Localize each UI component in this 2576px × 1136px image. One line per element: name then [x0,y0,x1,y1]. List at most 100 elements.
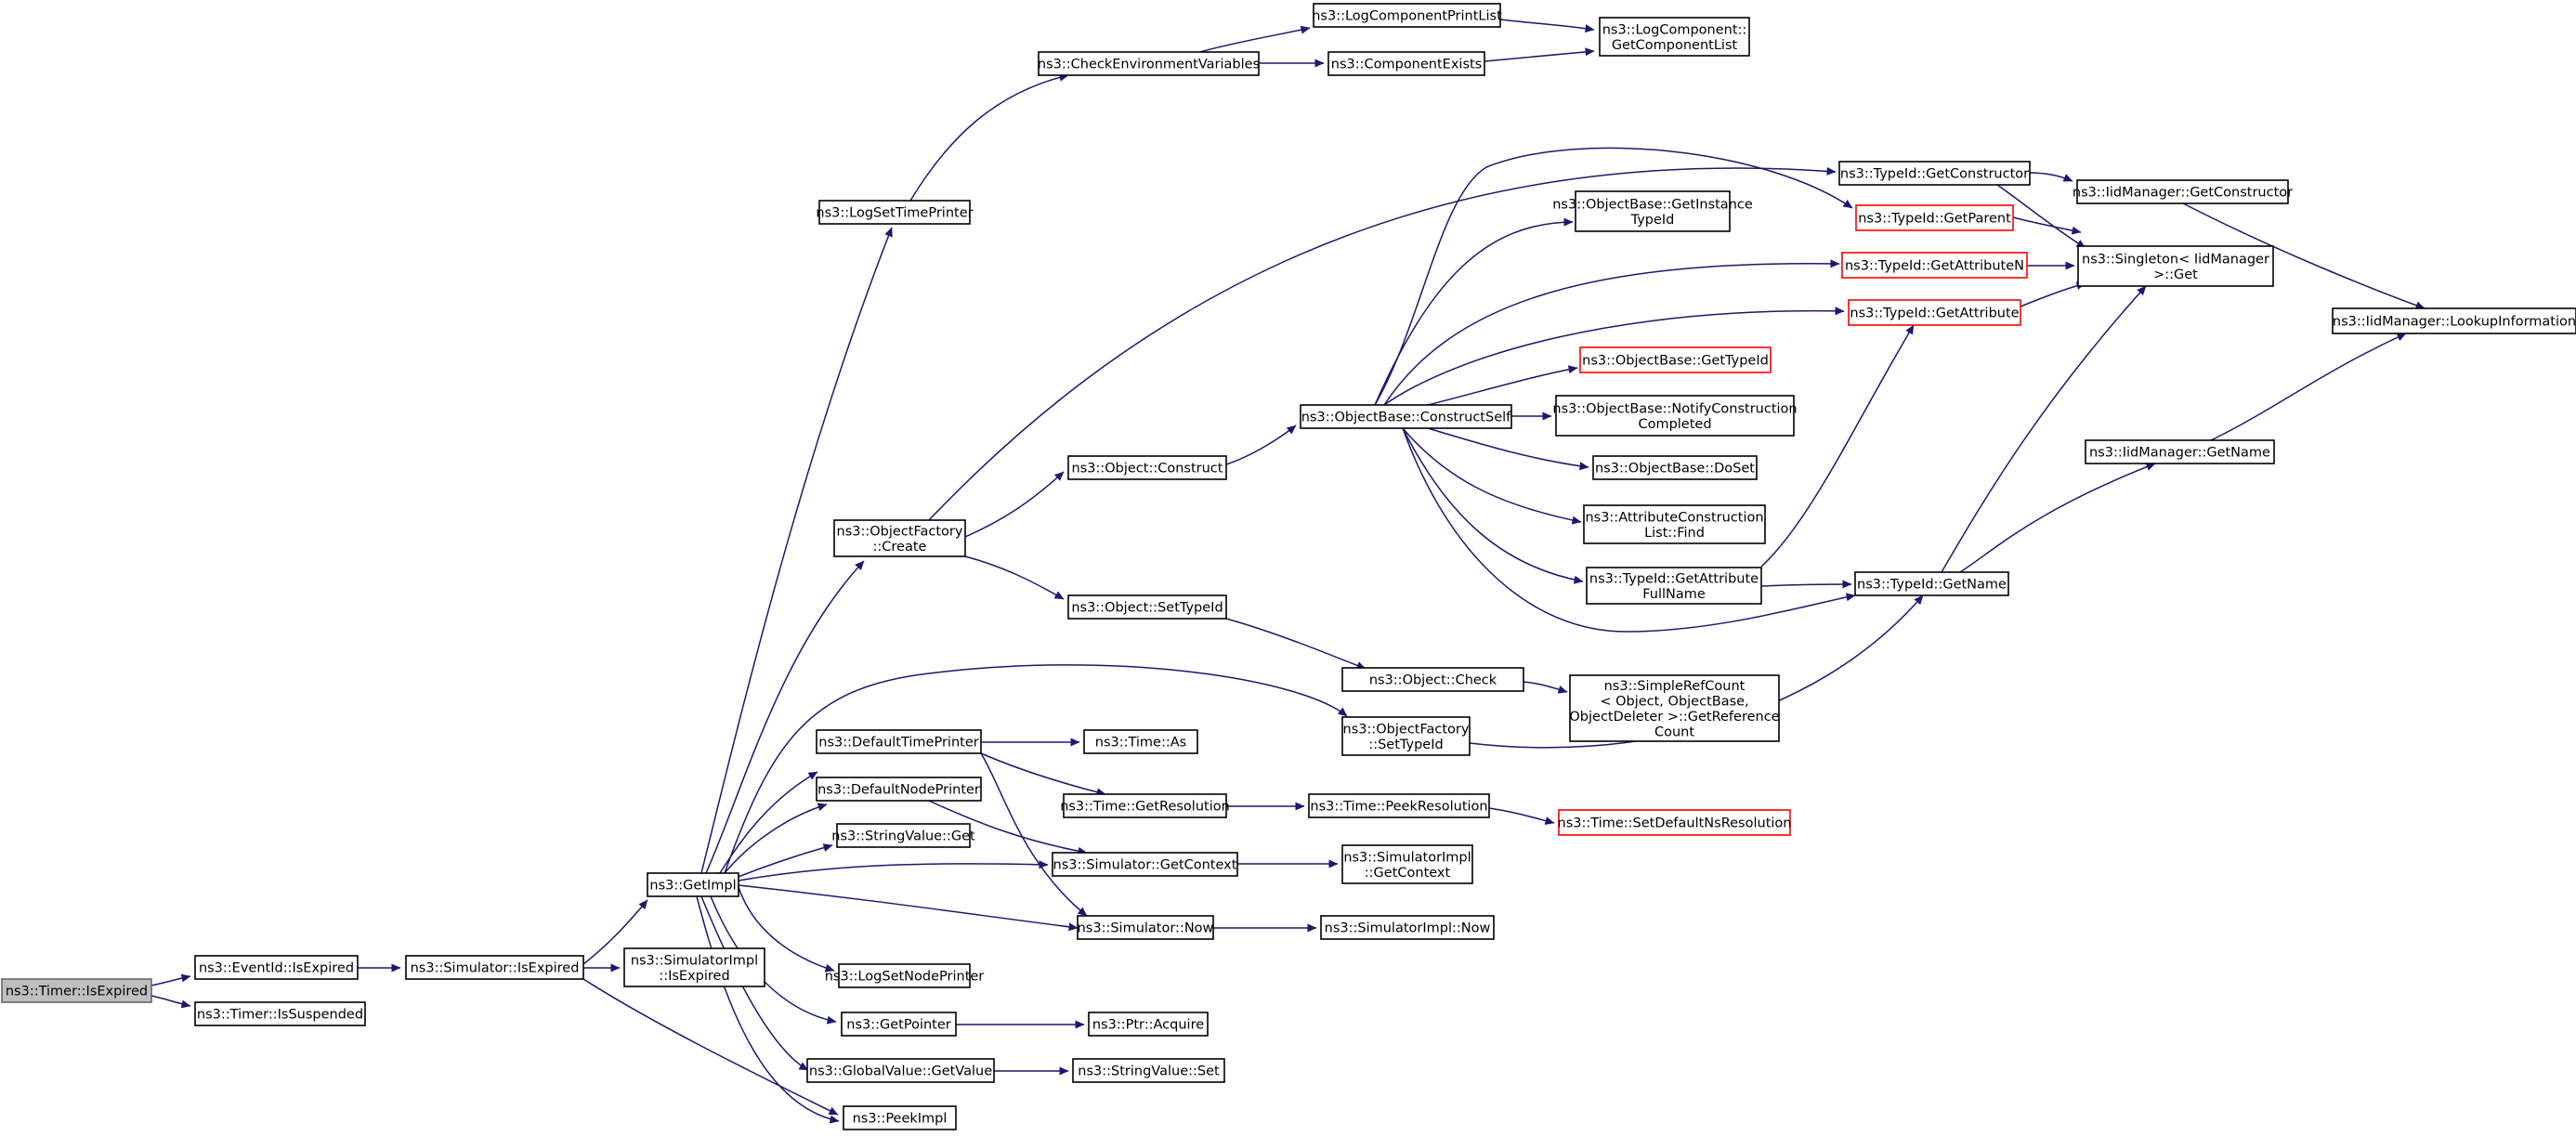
node-objbase-notify[interactable]: ns3::ObjectBase::NotifyConstructionCompl… [1552,395,1798,437]
node-label: ns3::ObjectBase::DoSet [1595,462,1755,477]
edge-objfactory-create-to-typeid-getconstructor [928,166,1837,521]
node-typeid-getname[interactable]: ns3::TypeId::GetName [1854,571,2009,596]
node-sim-now[interactable]: ns3::Simulator::Now [1077,915,1214,940]
node-label: ObjectDeleter >::GetReference [1569,710,1779,725]
edge-object-settypeid-to-object-check [1225,618,1366,670]
node-box [1300,404,1512,429]
node-logcompprintlist[interactable]: ns3::LogComponentPrintList [1312,3,1502,28]
node-logsetnodeprinter[interactable]: ns3::LogSetNodePrinter [825,963,985,988]
node-label: ns3::DefaultTimePrinter [818,736,978,751]
node-typeid-getparent[interactable]: ns3::TypeId::GetParent [1855,204,2014,231]
node-objbase-gettypeid[interactable]: ns3::ObjectBase::GetTypeId [1579,346,1772,373]
node-label: ns3::ComponentExists [1331,58,1483,72]
node-sim-getcontext[interactable]: ns3::Simulator::GetContext [1052,852,1238,877]
node-time-peekresolution[interactable]: ns3::Time::PeekResolution [1308,793,1490,818]
node-globalvalue-getvalue[interactable]: ns3::GlobalValue::GetValue [806,1058,995,1083]
edge-object-check-to-simplerefcount [1523,681,1568,694]
edge-typeid-getname-to-iidmanager-getname [1959,463,2156,573]
node-objfactory-create[interactable]: ns3::ObjectFactory::Create [833,519,966,557]
node-getpointer[interactable]: ns3::GetPointer [841,1012,957,1037]
node-label: GetComponentList [1612,38,1738,53]
node-box [1308,793,1490,818]
node-eventid-isexpired[interactable]: ns3::EventId::IsExpired [194,955,359,980]
node-object-construct[interactable]: ns3::Object::Construct [1067,455,1227,480]
node-box [833,519,966,557]
node-componentexists[interactable]: ns3::ComponentExists [1327,51,1485,76]
node-label: ns3::Simulator::Now [1078,921,1214,936]
node-box [647,872,739,897]
node-object-check[interactable]: ns3::Object::Check [1341,667,1524,692]
node-stringvalue-get[interactable]: ns3::StringValue::Get [831,823,975,848]
edge-timer-isexpired-to-eventid-isexpired [150,973,191,986]
node-label: ns3::Simulator::IsExpired [411,961,580,976]
edge-getimpl-to-peekimpl [696,895,840,1124]
edge-objbase-constructself-to-typeid-getattribute [1383,307,1845,406]
node-label: ns3::ObjectFactory [837,524,963,539]
edge-objfactory-create-to-object-settypeid [964,555,1065,600]
edge-objbase-constructself-to-objbase-gettypeid [1427,365,1578,406]
node-sim-isexpired[interactable]: ns3::Simulator::IsExpired [405,955,584,980]
edge-iidmanager-getname-to-iidmanager-lookup [2210,333,2407,441]
node-simplerefcount[interactable]: ns3::SimpleRefCount< Object, ObjectBase,… [1569,674,1780,742]
node-timer-isexpired[interactable]: ns3::Timer::IsExpired [1,978,152,1003]
node-timer-issuspended[interactable]: ns3::Timer::IsSuspended [194,1001,366,1026]
node-label: ns3::AttributeConstruction [1585,510,1763,525]
node-box [1583,504,1766,544]
node-label: ::Create [873,540,927,555]
node-time-setdefaultns[interactable]: ns3::Time::SetDefaultNsResolution [1558,809,1792,836]
edge-getimpl-to-logsetnodeprinter [738,886,835,973]
node-simimpl-isexpired[interactable]: ns3::SimulatorImpl::IsExpired [623,947,765,987]
node-typeid-getattribute[interactable]: ns3::TypeId::GetAttribute [1848,299,2021,326]
node-label: ns3::ObjectFactory [1343,722,1470,737]
edge-typeid-getname-to-singleton-get [1941,285,2147,573]
node-iidmanager-getconstructor[interactable]: ns3::IidManager::GetConstructor [2073,179,2293,204]
edge-getimpl-to-sim-getcontext [738,860,1049,881]
node-stringvalue-set[interactable]: ns3::StringValue::Set [1072,1058,1225,1083]
node-label: ns3::ObjectBase::ConstructSelf [1301,411,1511,425]
node-typeid-getconstructor[interactable]: ns3::TypeId::GetConstructor [1838,161,2031,186]
node-object-settypeid[interactable]: ns3::Object::SetTypeId [1067,594,1227,620]
node-label: TypeId [1630,213,1675,228]
node-time-getresolution[interactable]: ns3::Time::GetResolution [1060,793,1230,818]
node-getimpl[interactable]: ns3::GetImpl [647,872,739,897]
node-objfactory-settypeid[interactable]: ns3::ObjectFactory::SetTypeId [1341,716,1471,756]
node-checkenv[interactable]: ns3::CheckEnvironmentVariables [1038,51,1260,76]
node-box [1569,674,1780,742]
edge-objbase-constructself-to-typeid-getparent [1374,147,1853,406]
node-label: ns3::SimpleRefCount [1604,679,1746,694]
node-box [2077,245,2274,287]
node-defaulttimeprinter[interactable]: ns3::DefaultTimePrinter [816,729,982,754]
node-label: ns3::Timer::IsExpired [6,985,148,999]
node-typeid-getattributen[interactable]: ns3::TypeId::GetAttributeN [1841,252,2028,279]
node-objbase-doset[interactable]: ns3::ObjectBase::DoSet [1592,455,1758,480]
node-label: ns3::Singleton< IidManager [2082,252,2269,267]
node-getcomponentlist[interactable]: ns3::LogComponent::GetComponentList [1599,17,1750,57]
node-simimpl-getcontext[interactable]: ns3::SimulatorImpl::GetContext [1341,844,1473,884]
node-label: ns3::PeekImpl [853,1112,948,1127]
node-label: ns3::CheckEnvironmentVariables [1038,58,1260,72]
node-simimpl-now[interactable]: ns3::SimulatorImpl::Now [1320,915,1495,940]
node-defaultnodeprinter[interactable]: ns3::DefaultNodePrinter [816,777,982,802]
node-ptr-acquire[interactable]: ns3::Ptr::Acquire [1088,1012,1209,1037]
edge-componentexists-to-getcomponentlist [1484,47,1595,62]
node-label: ns3::EventId::IsExpired [199,961,354,976]
node-label: ns3::Time::PeekResolution [1310,800,1487,815]
node-box [1313,3,1501,28]
node-logsettimeprinter[interactable]: ns3::LogSetTimePrinter [816,200,974,225]
node-label: FullName [1642,587,1706,602]
node-objbase-constructself[interactable]: ns3::ObjectBase::ConstructSelf [1300,404,1512,429]
node-box [1088,1012,1209,1037]
edge-getimpl-to-defaultnodeprinter [724,803,828,874]
node-box [818,200,971,225]
node-time-as[interactable]: ns3::Time::As [1083,729,1198,754]
node-singleton-get[interactable]: ns3::Singleton< IidManager>::Get [2077,245,2274,287]
node-iidmanager-getname[interactable]: ns3::IidManager::GetName [2085,439,2275,464]
node-peekimpl[interactable]: ns3::PeekImpl [843,1105,957,1130]
node-iidmanager-lookup[interactable]: ns3::IidManager::LookupInformation [2332,307,2576,334]
node-label: ns3::SimulatorImpl [1343,850,1471,865]
edge-sim-isexpired-to-peekimpl [582,978,839,1116]
